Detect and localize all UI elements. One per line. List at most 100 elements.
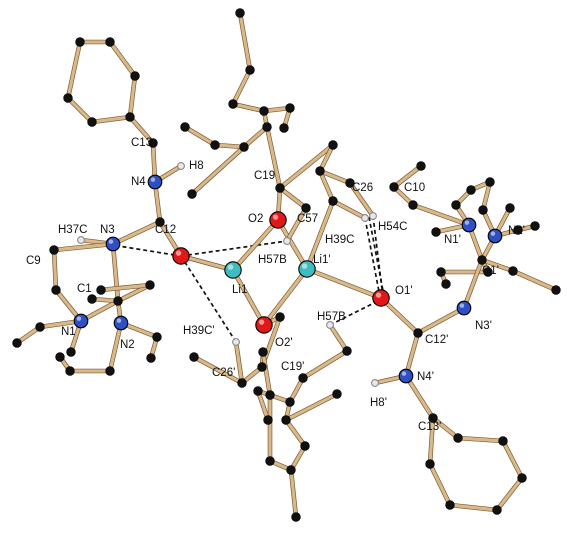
atom-highlight-n2p xyxy=(490,231,496,236)
bond-o2-li1p xyxy=(276,218,309,271)
atom-c-q3 xyxy=(265,390,275,400)
atom-h-h39c xyxy=(361,214,369,222)
label-c9: C9 xyxy=(26,255,41,267)
atom-c-n1m xyxy=(35,322,45,332)
label-c1p: C1' xyxy=(482,265,499,277)
hbond-h57b2-o1p xyxy=(329,299,381,326)
bond-m2-m1 xyxy=(238,11,252,72)
atom-c-q7 xyxy=(300,441,310,451)
label-h54c: H54C xyxy=(378,221,407,233)
label-li1: Li1 xyxy=(232,284,247,296)
atom-h-h57b xyxy=(283,237,291,245)
atom-c-lw6 xyxy=(146,353,156,363)
atom-h-h39cp xyxy=(232,338,240,346)
bond-q2-q3 xyxy=(261,350,272,397)
atom-highlight-n3p xyxy=(459,303,465,308)
atom-c-c26 xyxy=(315,166,325,176)
atom-c-m9 xyxy=(180,122,190,132)
bond-li1p-c26b xyxy=(305,199,335,271)
label-o1p: O1' xyxy=(395,285,413,297)
atom-c-q11 xyxy=(189,352,199,362)
atom-c-m6 xyxy=(285,103,295,113)
atom-h-h8 xyxy=(177,162,185,170)
bond-m3-m2 xyxy=(231,68,252,106)
atom-c-c10d xyxy=(416,161,426,171)
label-n2p: N2' xyxy=(508,225,525,237)
bond-c26p-h39cp xyxy=(234,340,244,385)
atom-c-c9 xyxy=(49,245,59,255)
hbond-o1-h39cp xyxy=(180,255,237,343)
bond-c10b-n1p xyxy=(411,203,471,227)
atom-c-m8 xyxy=(239,142,249,152)
bond-c19-m7 xyxy=(265,125,282,190)
label-o2p: O2' xyxy=(275,337,293,349)
bond-o1-li1 xyxy=(179,254,235,272)
atom-c-m5 xyxy=(279,123,289,133)
bond-c26p-q11 xyxy=(192,355,244,385)
bond-li1-o2p xyxy=(231,268,266,327)
bond-m7-m8 xyxy=(242,125,269,149)
atom-c-pa4 xyxy=(125,112,135,122)
atom-highlight-li1p xyxy=(301,263,308,269)
bond-c19-c57 xyxy=(278,186,308,210)
atom-c-c9c xyxy=(87,294,97,304)
atom-n-n4p xyxy=(398,368,414,384)
atom-n-n1 xyxy=(73,313,89,329)
atom-n-n2 xyxy=(113,315,129,331)
atom-labels: C13 H8 N4 C19 C26 C10 O2 C57 H37C N3 C12… xyxy=(26,137,525,433)
atom-c-n2m2 xyxy=(152,332,162,342)
bond-c13p-pb6 xyxy=(431,416,460,440)
atom-c-pa6 xyxy=(63,93,73,103)
atom-c-q12 xyxy=(253,386,263,396)
atom-c-pb4 xyxy=(517,473,527,483)
atom-c-c10c xyxy=(431,227,441,237)
atom-li-li1 xyxy=(224,261,242,279)
atom-highlight-n4p xyxy=(401,371,407,376)
bond-pa6-pa1 xyxy=(66,40,82,100)
atom-c-pa2 xyxy=(105,37,115,47)
bond-pa4-pa5 xyxy=(90,115,132,124)
atom-c-rn3 xyxy=(451,200,461,210)
bond-q5-q15 xyxy=(301,349,349,380)
atom-c-c19p xyxy=(257,362,267,372)
atom-c-rn7 xyxy=(530,221,540,231)
atom-c-lw2 xyxy=(55,352,65,362)
atom-highlight-n4 xyxy=(150,177,156,182)
atom-o-o2 xyxy=(269,211,287,229)
atom-c-c12 xyxy=(155,217,165,227)
atom-c-pa5 xyxy=(87,117,97,127)
bond-n2-lw4 xyxy=(108,321,123,373)
atom-highlight-n1p xyxy=(464,220,470,225)
atom-c-rn4 xyxy=(436,267,446,277)
bond-c26-c26c xyxy=(318,169,352,185)
bond-pa2-pa3 xyxy=(108,40,137,78)
atom-n-n3p xyxy=(456,300,472,316)
atom-c-rn10 xyxy=(483,267,493,277)
bond-n3-c1 xyxy=(111,242,120,303)
atom-c-m2 xyxy=(245,65,255,75)
atom-n-n2p xyxy=(487,228,503,244)
atom-c-pa1 xyxy=(75,37,85,47)
label-c19: C19 xyxy=(254,170,275,182)
bond-pb6-pb5 xyxy=(456,436,505,443)
atom-c-pb3 xyxy=(492,505,502,515)
atom-h-h54c xyxy=(369,212,377,220)
atom-o-o2p xyxy=(255,316,273,334)
bond-m8-m11 xyxy=(190,145,246,196)
atom-highlight-n3 xyxy=(108,239,114,244)
bond-q15-h57b2 xyxy=(328,323,349,353)
atom-c-q1 xyxy=(275,312,285,322)
atom-c-c26p xyxy=(237,378,247,388)
bond-c1p-rn8 xyxy=(480,258,515,273)
atom-c-c10b xyxy=(408,200,418,210)
atom-c-c13p xyxy=(428,413,438,423)
atom-c-q8 xyxy=(286,465,296,475)
bond-m4-m3 xyxy=(231,102,266,113)
atom-c-rn12 xyxy=(505,203,515,213)
atom-c-c1b xyxy=(96,285,106,295)
atom-c-c26a xyxy=(328,140,338,150)
atom-o-o1 xyxy=(172,247,190,265)
atom-c-rn2 xyxy=(466,185,476,195)
atom-c-q15 xyxy=(342,346,352,356)
bond-c26c-h54c xyxy=(348,181,375,218)
